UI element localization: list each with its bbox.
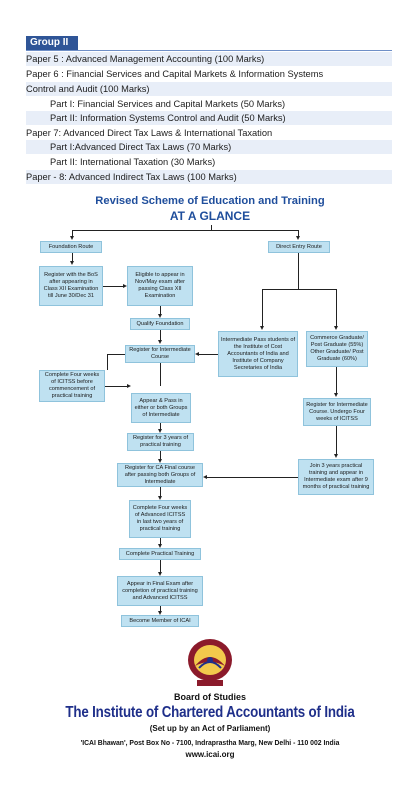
group-divider — [26, 50, 392, 51]
arrow-head — [157, 572, 162, 576]
arrow-head — [157, 459, 162, 463]
complete-advanced-box: Complete Four weeks of Advanced ICITSS i… — [129, 500, 191, 538]
connector — [298, 253, 299, 289]
paper-row: Part I: Financial Services and Capital M… — [50, 99, 286, 109]
arrow-head — [127, 383, 131, 388]
paper-row: Paper 6 : Financial Services and Capital… — [26, 69, 324, 79]
arrow-head — [259, 326, 264, 330]
paper-row: Part I:Advanced Direct Tax Laws (70 Mark… — [26, 140, 392, 154]
arrow-head — [295, 236, 300, 240]
connector — [160, 606, 161, 612]
arrow-head — [157, 340, 162, 344]
arrow-head — [69, 236, 74, 240]
connector — [262, 289, 263, 327]
become-member-box: Become Member of ICAI — [121, 615, 199, 627]
arrow-head — [333, 454, 338, 458]
connector — [211, 225, 212, 230]
arrow-head — [333, 393, 338, 397]
connector — [72, 230, 299, 231]
eligible-box: Eligible to appear in Nov/May exam after… — [127, 266, 193, 306]
paper-row: Control and Audit (100 Marks) — [26, 82, 392, 96]
paper-row: Part II: International Taxation (30 Mark… — [50, 157, 216, 167]
appear-pass-box: Appear & Pass in either or both Groups o… — [131, 393, 191, 423]
arrow-head — [333, 326, 338, 330]
address: 'ICAI Bhawan', Post Box No - 7100, Indra… — [80, 738, 340, 747]
icai-logo — [188, 639, 232, 686]
scheme-title: Revised Scheme of Education and Training — [95, 195, 325, 207]
register-intermediate-box: Register for Intermediate Course — [125, 345, 195, 363]
connector — [336, 289, 337, 327]
connector — [336, 426, 337, 455]
arrow-head — [123, 283, 127, 288]
arrow-head — [157, 611, 162, 615]
register-3-years-box: Register for 3 years of practical traini… — [127, 433, 194, 451]
connector — [103, 286, 124, 287]
complete-practical-box: Complete Practical Training — [119, 548, 201, 560]
scheme-subtitle: AT A GLANCE — [169, 209, 251, 223]
direct-entry-route-box: Direct Entry Route — [268, 241, 330, 253]
paper-row: Paper 5 : Advanced Management Accounting… — [26, 52, 392, 66]
paper-row: Part II: Information Systems Control and… — [26, 111, 392, 125]
register-bos-box: Register with the BoS after appearing in… — [39, 266, 103, 306]
connector — [199, 354, 218, 355]
connector — [160, 423, 161, 430]
complete-icitss-box: Complete Four weeks of ICITSS before com… — [39, 370, 105, 402]
connector — [107, 354, 125, 355]
connector — [207, 477, 298, 478]
arrow-head — [157, 314, 162, 318]
group-label: Group II — [26, 36, 78, 50]
board-of-studies: Board of Studies — [173, 692, 246, 702]
appear-final-box: Appear in Final Exam after completion of… — [117, 576, 203, 606]
arrow-head — [203, 474, 207, 479]
arrow-head — [157, 429, 162, 433]
arrow-head — [195, 351, 199, 356]
commerce-graduate-box: Commerce Graduate/ Post Graduate (55%) O… — [306, 331, 368, 367]
intermediate-pass-box: Intermediate Pass students of the Instit… — [218, 331, 298, 377]
join-3-years-box: Join 3 years practical training and appe… — [298, 459, 374, 495]
arrow-head — [157, 544, 162, 548]
connector — [107, 354, 108, 370]
connector — [160, 451, 161, 460]
paper-row: Paper 7: Advanced Direct Tax Laws & Inte… — [26, 128, 273, 138]
register-ca-final-box: Register for CA Final course after passi… — [117, 463, 203, 487]
connector — [72, 253, 73, 262]
connector — [298, 230, 299, 236]
foundation-route-box: Foundation Route — [40, 241, 102, 253]
connector — [160, 363, 161, 386]
connector — [160, 560, 161, 573]
connector — [160, 538, 161, 545]
paper-row: Paper - 8: Advanced Indirect Tax Laws (1… — [26, 170, 392, 184]
institute-name: The Institute of Chartered Accountants o… — [65, 704, 355, 721]
register-intermediate-undergo-box: Register for Intermediate Course. Underg… — [303, 398, 371, 426]
connector — [336, 367, 337, 394]
arrow-head — [157, 496, 162, 500]
connector — [262, 289, 337, 290]
qualify-foundation-box: Qualify Foundation — [130, 318, 190, 330]
setup-note: (Set up by an Act of Parliament) — [149, 724, 271, 733]
arrow-head — [69, 261, 74, 265]
website-link[interactable]: www.icai.org — [185, 750, 235, 759]
connector — [72, 230, 73, 236]
connector — [160, 487, 161, 497]
connector — [105, 386, 127, 387]
connector — [160, 306, 161, 315]
connector — [160, 330, 161, 341]
